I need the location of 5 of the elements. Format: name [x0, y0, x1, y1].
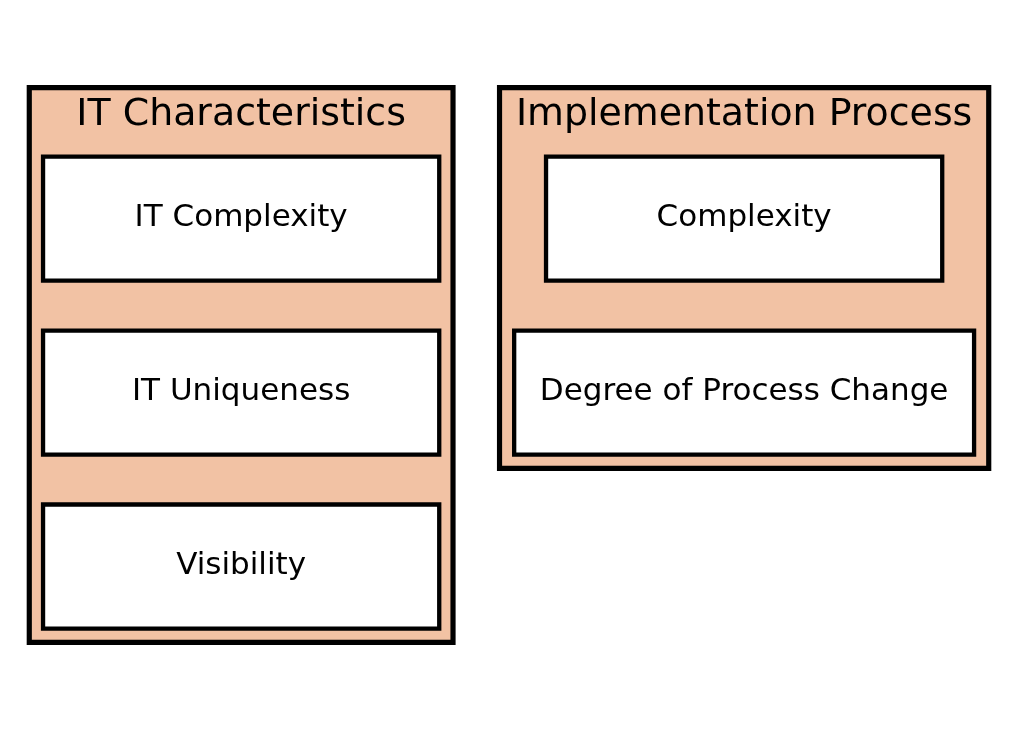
node-box: IT Uniqueness [40, 328, 442, 457]
node-box: Visibility [40, 502, 442, 631]
node-box: Degree of Process Change [512, 328, 977, 457]
node-box: IT Complexity [40, 154, 442, 283]
node-box: Complexity [543, 154, 945, 283]
